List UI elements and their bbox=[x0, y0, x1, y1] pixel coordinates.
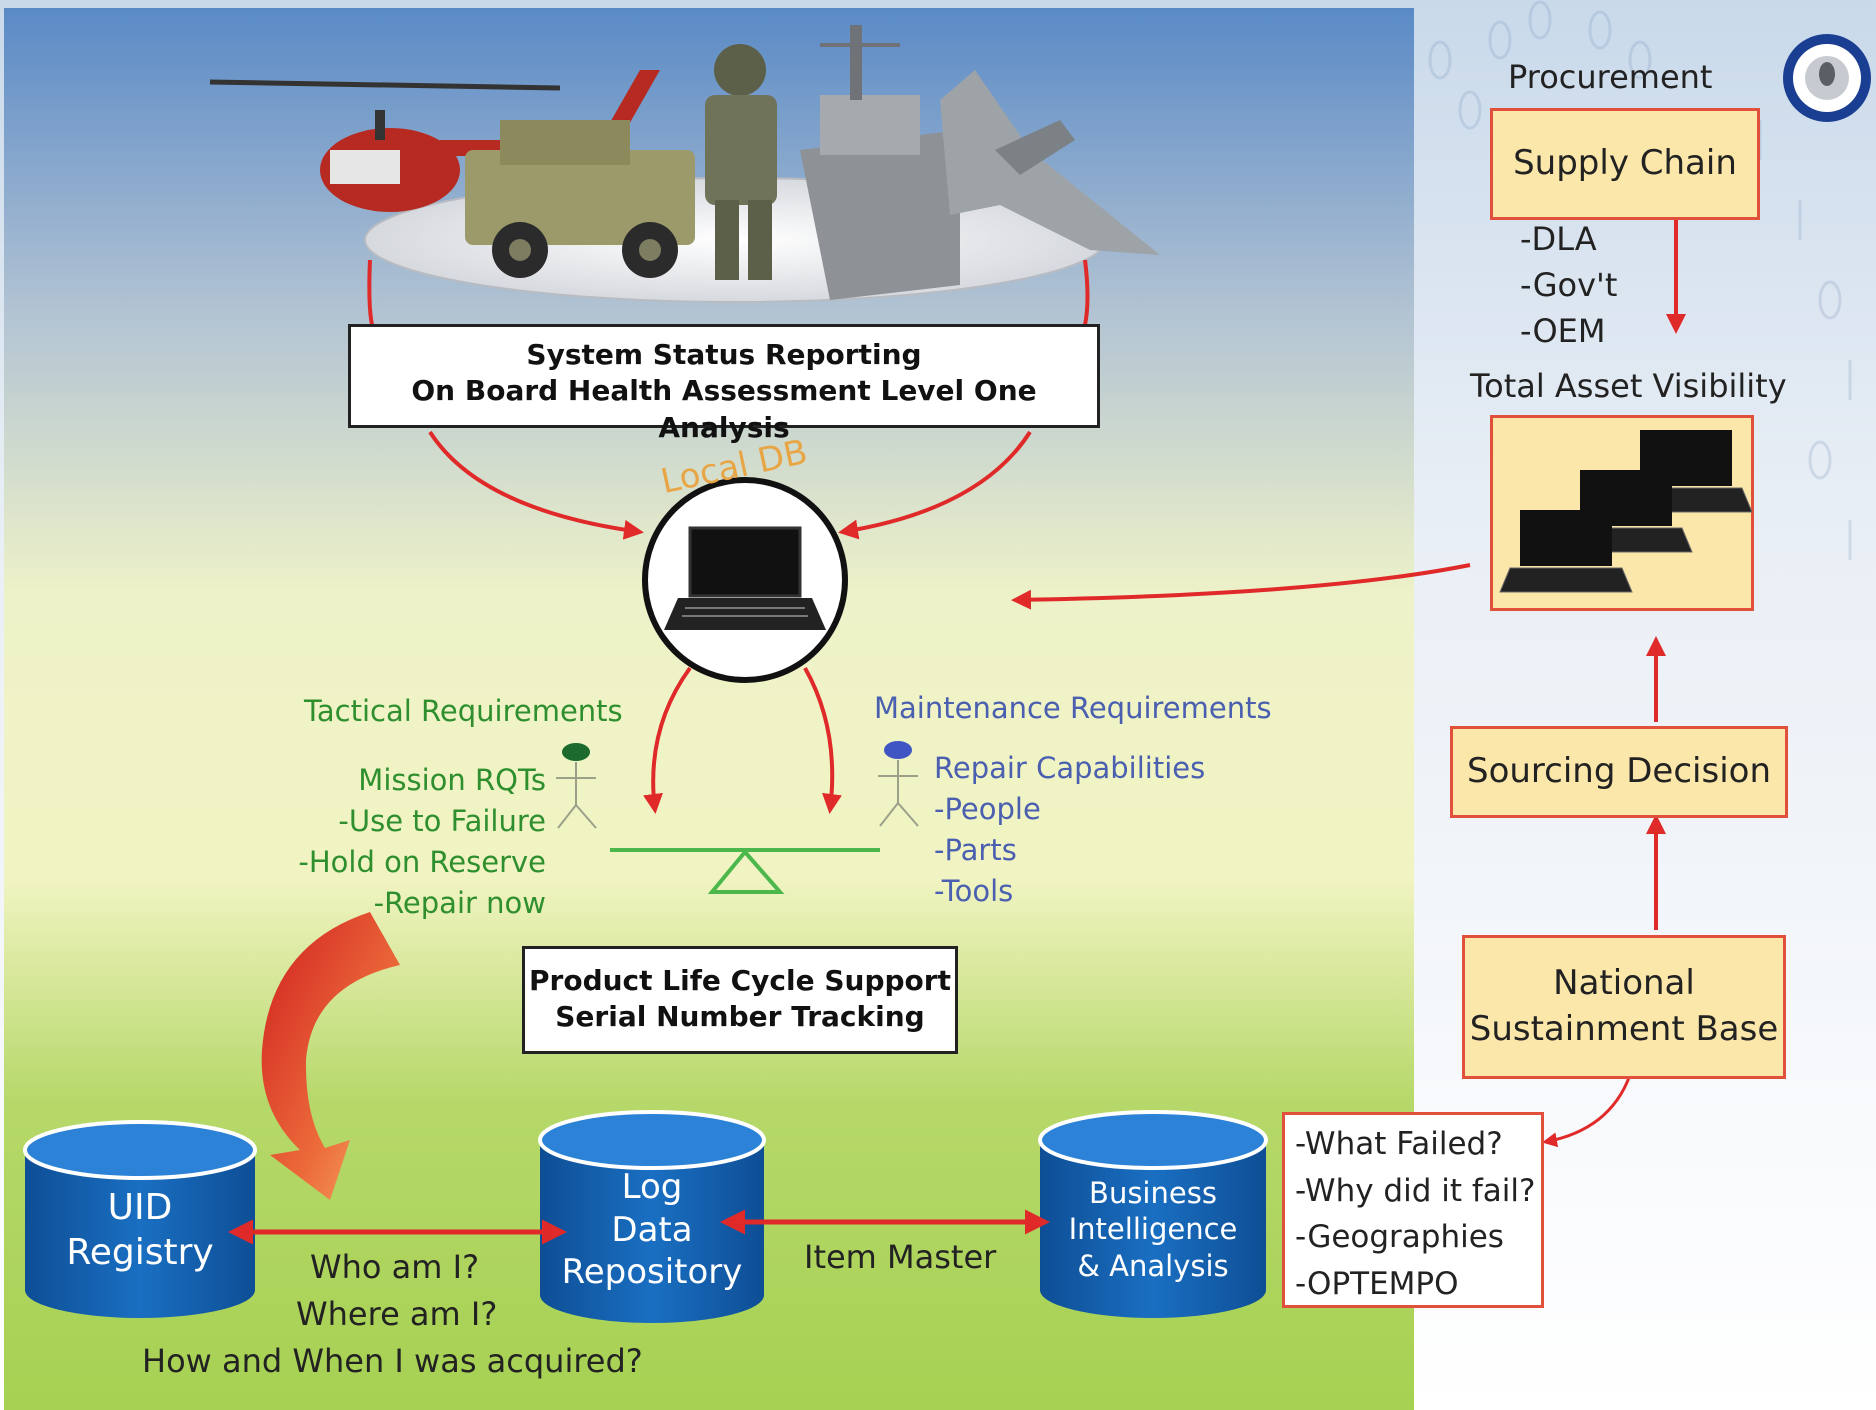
question-3: How and When I was acquired? bbox=[142, 1342, 643, 1380]
source-oem: -OEM bbox=[1520, 312, 1606, 350]
failures-box: -What Failed? -Why did it fail? -Geograp… bbox=[1282, 1112, 1544, 1308]
local-db-node bbox=[642, 477, 848, 683]
national-sustainment-base-box: National Sustainment Base bbox=[1462, 935, 1786, 1079]
sourcing-decision-box: Sourcing Decision bbox=[1450, 726, 1788, 818]
status-box-line2: On Board Health Assessment Level One Ana… bbox=[411, 374, 1037, 444]
background-texture bbox=[1428, 0, 1852, 560]
soldier-icon bbox=[705, 44, 777, 280]
platform-link-left bbox=[367, 259, 374, 326]
laptop-icon bbox=[664, 526, 826, 630]
maintenance-item-2: -People bbox=[934, 792, 1041, 826]
question-2: Where am I? bbox=[296, 1295, 498, 1333]
balance-scale-icon bbox=[610, 848, 880, 894]
maintenance-item-1: Repair Capabilities bbox=[934, 751, 1206, 785]
arrow-status-to-db-left bbox=[428, 430, 644, 540]
business-intelligence-cylinder bbox=[1038, 1110, 1268, 1318]
procurement-label: Procurement bbox=[1508, 58, 1713, 96]
ship-icon bbox=[800, 25, 960, 300]
arrow-db-to-maintenance bbox=[803, 667, 842, 814]
tactical-heading: Tactical Requirements bbox=[304, 694, 623, 728]
uid-registry-label: UID Registry bbox=[66, 1187, 214, 1273]
sourcing-decision-label: Sourcing Decision bbox=[1467, 751, 1771, 792]
lifecycle-box-line2: Serial Number Tracking bbox=[555, 1000, 925, 1034]
nsb-line1: National bbox=[1553, 963, 1695, 1004]
arrow-nsb-to-failures bbox=[1542, 1074, 1632, 1148]
vehicle-icon bbox=[465, 120, 695, 278]
source-govt: -Gov't bbox=[1520, 266, 1618, 304]
arrow-status-to-db-right bbox=[838, 430, 1032, 540]
nsb-line2: Sustainment Base bbox=[1469, 1009, 1779, 1049]
tactical-person-icon bbox=[556, 743, 597, 829]
big-curved-arrow bbox=[261, 912, 400, 1200]
platform-link-right bbox=[1083, 259, 1090, 326]
source-dla: -DLA bbox=[1520, 220, 1597, 258]
arrow-tav-to-db bbox=[1011, 563, 1471, 610]
business-intelligence-label: Business Intelligence & Analysis bbox=[1068, 1176, 1238, 1283]
maintenance-item-3: -Parts bbox=[934, 833, 1017, 867]
tactical-item-4: -Repair now bbox=[373, 886, 546, 920]
lifecycle-box: Product Life Cycle Support Serial Number… bbox=[522, 946, 958, 1054]
maintenance-item-4: -Tools bbox=[934, 874, 1014, 908]
military-assets-image bbox=[209, 25, 1160, 303]
maintenance-heading: Maintenance Requirements bbox=[874, 691, 1272, 725]
failure-item-2: -Why did it fail? bbox=[1295, 1172, 1536, 1209]
seal-logo bbox=[1783, 34, 1871, 122]
status-box-line1: System Status Reporting bbox=[526, 338, 922, 371]
lifecycle-box-line1: Product Life Cycle Support bbox=[529, 964, 951, 997]
tav-label: Total Asset Visibility bbox=[1470, 367, 1787, 405]
arrow-db-to-tactical bbox=[643, 666, 692, 814]
maintenance-person-icon bbox=[878, 741, 919, 827]
tactical-item-1: Mission RQTs bbox=[358, 763, 546, 797]
failure-item-4: -OPTEMPO bbox=[1295, 1265, 1459, 1302]
helicopter-icon bbox=[209, 70, 660, 212]
question-1: Who am I? bbox=[310, 1248, 480, 1286]
supply-chain-label: Supply Chain bbox=[1513, 143, 1737, 184]
failure-item-3: -Geographies bbox=[1295, 1219, 1504, 1255]
uid-registry-cylinder bbox=[23, 1120, 257, 1318]
tactical-item-2: -Use to Failure bbox=[338, 804, 546, 838]
tactical-item-3: -Hold on Reserve bbox=[298, 845, 546, 879]
item-master-label: Item Master bbox=[804, 1238, 997, 1276]
status-reporting-box: System Status Reporting On Board Health … bbox=[348, 324, 1100, 444]
jet-icon bbox=[940, 70, 1160, 255]
failure-item-1: -What Failed? bbox=[1295, 1126, 1503, 1162]
log-data-repository-cylinder bbox=[538, 1110, 766, 1323]
supply-chain-box: Supply Chain bbox=[1490, 108, 1760, 220]
log-data-repository-label: Log Data Repository bbox=[561, 1167, 743, 1292]
